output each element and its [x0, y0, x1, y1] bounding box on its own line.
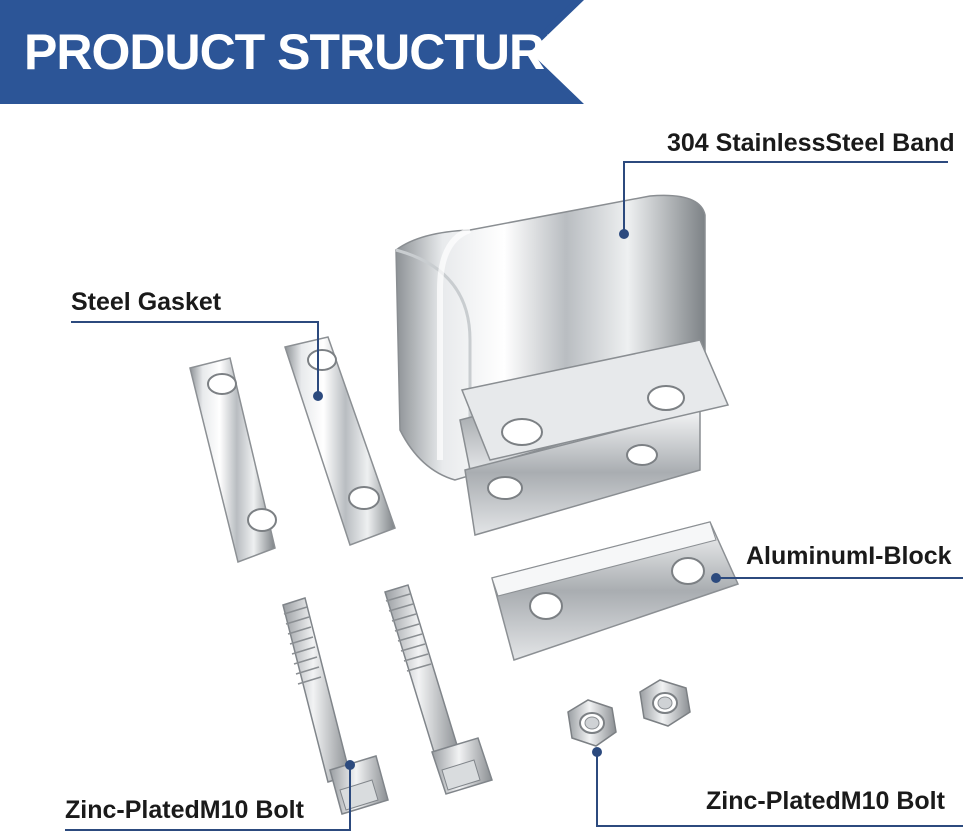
- m10-nut-left: [567, 699, 617, 747]
- label-nut: Zinc-PlatedM10 Bolt: [706, 787, 945, 815]
- steel-gasket-left: [189, 357, 277, 564]
- leader-lines: [65, 161, 963, 831]
- banner-shape: [0, 0, 584, 104]
- m10-nut-right: [639, 679, 691, 727]
- leader-dots: [313, 229, 721, 770]
- label-band: 304 StainlessSteel Band: [667, 129, 955, 157]
- m10-bolt-left: [282, 597, 389, 815]
- steel-gasket-right: [284, 336, 396, 546]
- header-banner: PRODUCT STRUCTURE: [0, 0, 584, 104]
- m10-bolt-right: [384, 584, 493, 795]
- stainless-band: [395, 194, 730, 536]
- label-gasket: Steel Gasket: [71, 288, 222, 316]
- label-block: AluminumI-Block: [746, 542, 952, 570]
- page-title: PRODUCT STRUCTURE: [24, 24, 577, 80]
- aluminum-i-block: [491, 521, 740, 661]
- label-bolt: Zinc-PlatedM10 Bolt: [65, 796, 304, 824]
